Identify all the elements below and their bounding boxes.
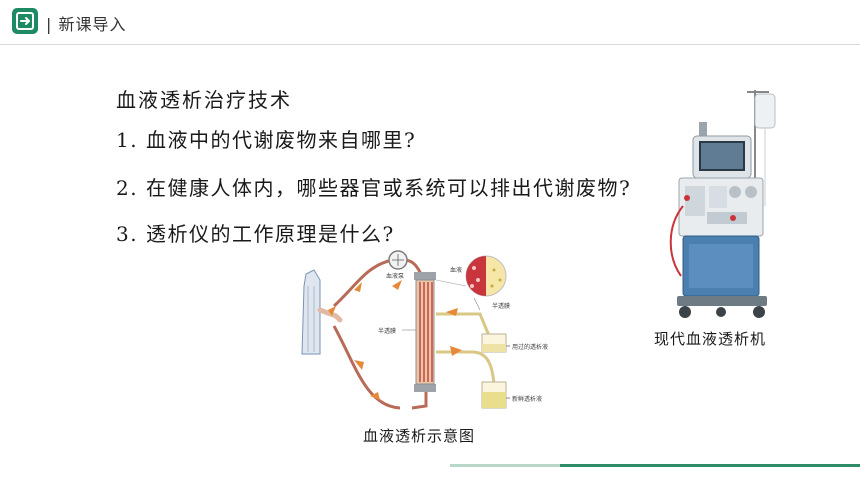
return-icon[interactable] bbox=[12, 8, 38, 34]
content-title: 血液透析治疗技术 bbox=[116, 88, 292, 112]
label-used-fluid: 用过的透析液 bbox=[512, 343, 548, 351]
label-membrane-top: 半透膜 bbox=[492, 302, 510, 310]
footer-accent-light bbox=[450, 464, 560, 467]
question-2: 2. 在健康人体内，哪些器官或系统可以排出代谢废物? bbox=[116, 176, 632, 200]
question-3: 3. 透析仪的工作原理是什么? bbox=[116, 222, 395, 246]
label-fresh-fluid: 新鲜透析液 bbox=[512, 395, 542, 403]
label-blood: 血液 bbox=[450, 266, 462, 274]
label-pump: 血液泵 bbox=[386, 272, 404, 280]
dialysis-machine-image bbox=[669, 90, 776, 318]
header-bar: | 新课导入 bbox=[0, 0, 860, 44]
footer-accent-dark bbox=[560, 464, 860, 467]
header-divider bbox=[0, 44, 860, 45]
dialysis-diagram: 血液泵 血液 半透膜 半透膜 用过的透析液 新鲜透析液 bbox=[301, 250, 548, 410]
label-membrane-left: 半透膜 bbox=[378, 327, 396, 335]
machine-caption: 现代血液透析机 bbox=[654, 330, 767, 348]
diagram-caption: 血液透析示意图 bbox=[363, 427, 476, 445]
section-title: | 新课导入 bbox=[46, 15, 127, 34]
question-1: 1. 血液中的代谢废物来自哪里? bbox=[116, 128, 417, 152]
